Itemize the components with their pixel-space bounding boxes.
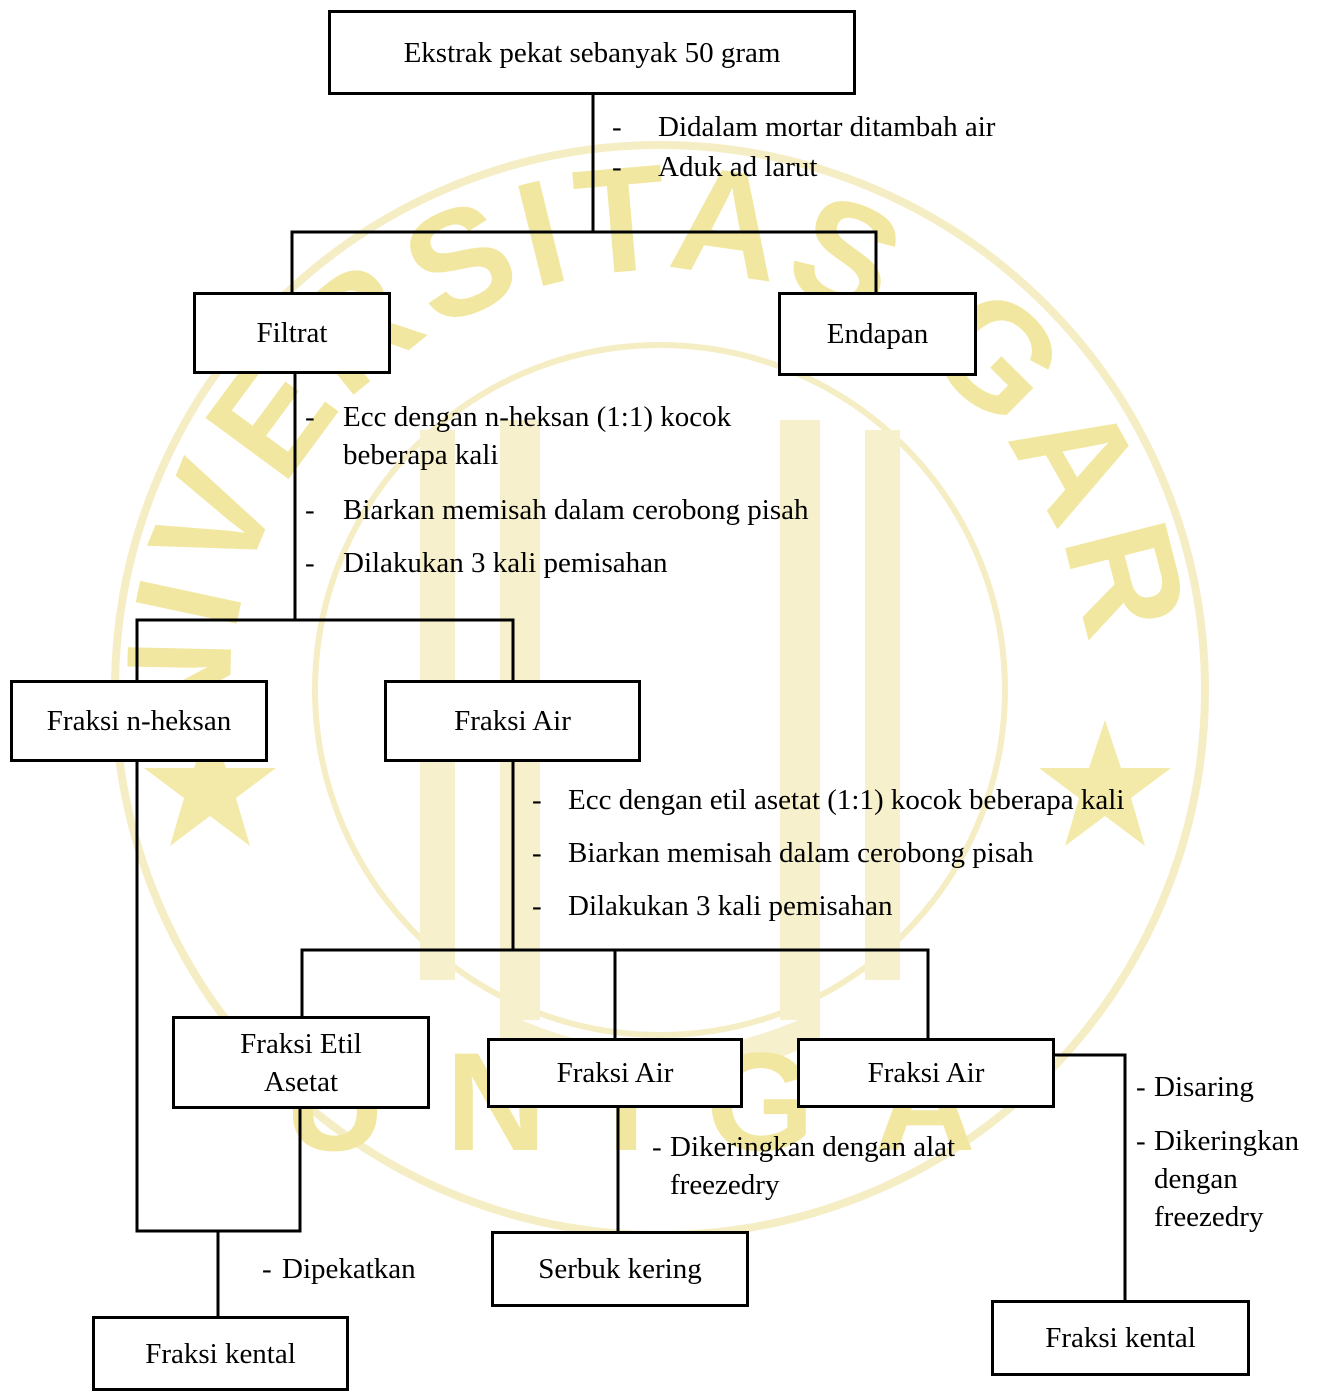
step-text: Didalam mortar ditambah air	[658, 111, 996, 143]
step-text: Aduk ad larut	[658, 151, 818, 183]
fraksi-nheksan-box: Fraksi n-heksan	[10, 680, 268, 762]
filtrat-box: Filtrat	[193, 292, 391, 374]
fraksi-etil-asetat-box-label: Fraksi Etil Asetat	[240, 1027, 362, 1098]
fraksi-air-box-3: Fraksi Air	[797, 1038, 1055, 1108]
logo-stars	[144, 720, 1171, 846]
serbuk-kering-box: Serbuk kering	[491, 1231, 749, 1307]
step-note: -Didalam mortar ditambah air	[612, 111, 996, 143]
step-note: -Biarkan memisah dalam cerobong pisah	[305, 494, 809, 526]
step-note: -Dilakukan 3 kali pemisahan	[305, 547, 668, 579]
step-text: Ecc dengan n-heksan (1:1) kocok beberapa…	[343, 401, 732, 471]
fraksi-air-box-1-label: Fraksi Air	[454, 705, 571, 737]
fraksi-kental-box-1: Fraksi kental	[92, 1316, 349, 1391]
endapan-box-label: Endapan	[826, 318, 929, 350]
step-note: -Biarkan memisah dalam cerobong pisah	[532, 837, 1034, 869]
fraksi-kental-box-1-label: Fraksi kental	[145, 1337, 296, 1370]
step-text: Dikeringkan dengan alat freezedry	[670, 1131, 956, 1201]
fraksi-kental-box-2: Fraksi kental	[991, 1300, 1250, 1376]
step-note: -Dikeringkan dengan alat freezedry	[652, 1131, 956, 1201]
step-text: Dikeringkan dengan freezedry	[1154, 1125, 1299, 1233]
step-note: -Dipekatkan	[262, 1253, 416, 1285]
fraksi-nheksan-box-label: Fraksi n-heksan	[46, 705, 232, 737]
start-box-label: Ekstrak pekat sebanyak 50 gram	[403, 36, 781, 69]
endapan-box: Endapan	[778, 292, 977, 376]
step-note: -Dilakukan 3 kali pemisahan	[532, 890, 893, 922]
step-text: Dilakukan 3 kali pemisahan	[568, 890, 893, 922]
step-note: -Ecc dengan n-heksan (1:1) kocok beberap…	[305, 401, 732, 471]
step-text: Dilakukan 3 kali pemisahan	[343, 547, 668, 579]
step-note: -Dikeringkan dengan freezedry	[1136, 1125, 1299, 1233]
fraksi-etil-asetat-box: Fraksi Etil Asetat	[172, 1016, 430, 1109]
step-note: -Disaring	[1136, 1071, 1254, 1103]
fraksi-air-box-3-label: Fraksi Air	[867, 1057, 985, 1089]
fraksi-air-box-2: Fraksi Air	[487, 1038, 743, 1108]
step-text: Dipekatkan	[282, 1253, 416, 1285]
fraksi-kental-box-2-label: Fraksi kental	[1045, 1322, 1196, 1354]
fraksi-air-box-1: Fraksi Air	[384, 680, 641, 762]
serbuk-kering-box-label: Serbuk kering	[538, 1253, 702, 1285]
step-text: Disaring	[1154, 1071, 1254, 1103]
step-note: -Aduk ad larut	[612, 151, 818, 183]
fraksi-air-box-2-label: Fraksi Air	[556, 1057, 674, 1089]
start-box: Ekstrak pekat sebanyak 50 gram	[328, 10, 856, 95]
step-text: Biarkan memisah dalam cerobong pisah	[343, 494, 809, 526]
step-text: Biarkan memisah dalam cerobong pisah	[568, 837, 1034, 869]
step-note: -Ecc dengan etil asetat (1:1) kocok bebe…	[532, 784, 1125, 816]
step-text: Ecc dengan etil asetat (1:1) kocok beber…	[568, 784, 1125, 816]
filtrat-box-label: Filtrat	[256, 317, 328, 349]
